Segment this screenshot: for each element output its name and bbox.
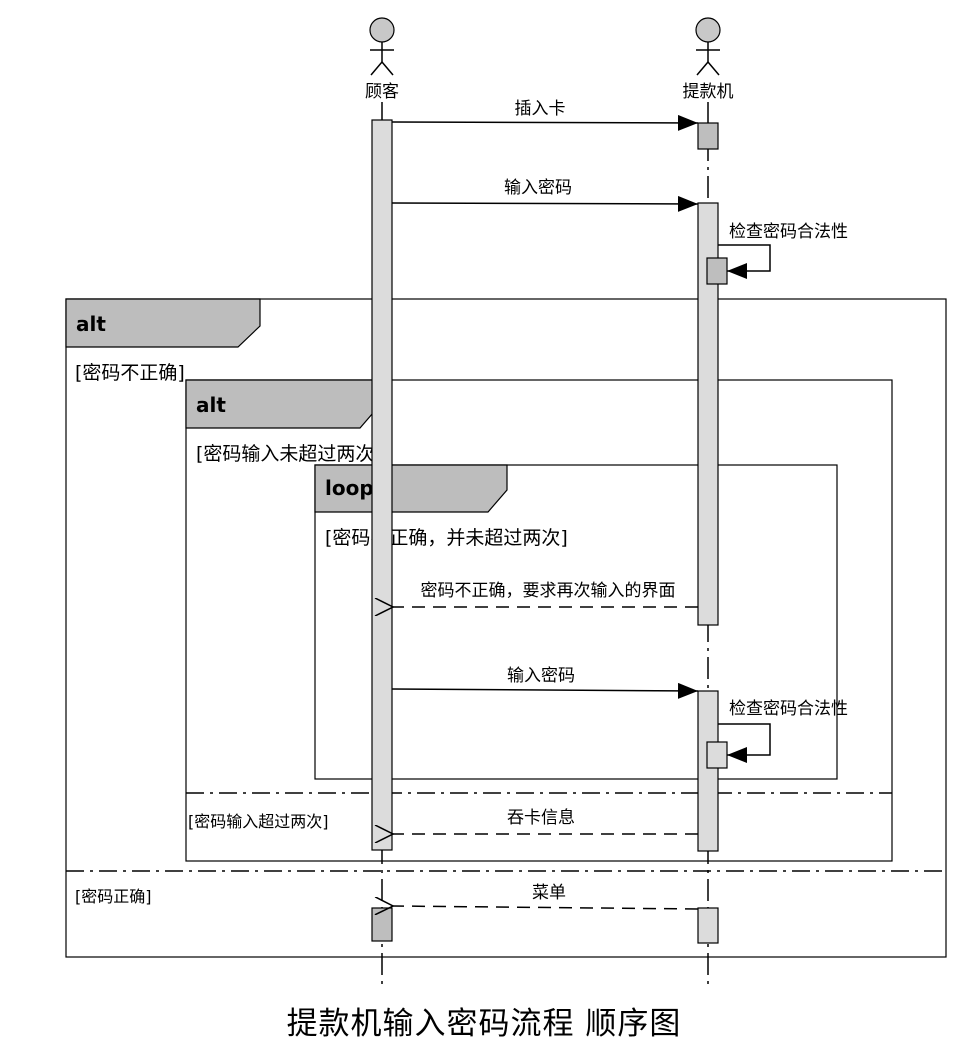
actor-label-customer: 顾客 <box>365 82 399 102</box>
activation-atm-loop <box>697 690 719 852</box>
activation-atm-self-check-loop <box>706 741 728 769</box>
actor-atm: 提款机 <box>683 17 734 102</box>
message-label: 输入密码 <box>507 666 575 686</box>
fragment-guard: [密码正确] <box>75 887 152 906</box>
sequence-diagram: 顾客 提款机 alt [密码不正确] [密码正确] alt [密码输入未超过两次… <box>65 17 947 990</box>
actor-label-atm: 提款机 <box>683 82 734 102</box>
message-insert-card: 插入卡 <box>391 99 699 131</box>
fragment-alt-inner: alt [密码输入未超过两次] [密码输入超过两次] <box>185 379 893 862</box>
message-self-check-loop: 检查密码合法性 <box>718 699 848 763</box>
fragment-tag <box>185 379 380 429</box>
actor-figure-icon <box>695 17 721 76</box>
fragment-tag <box>314 464 508 513</box>
activation-customer-menu <box>371 907 393 942</box>
message-label: 吞卡信息 <box>507 808 575 828</box>
fragment-operator: alt <box>76 312 106 336</box>
fragment-guard: [密码不正确] <box>75 362 185 384</box>
message-label: 菜单 <box>532 883 566 903</box>
activation-atm-self-check <box>706 257 728 285</box>
fragment-operator: alt <box>196 393 226 417</box>
fragment-alt-outer: alt [密码不正确] [密码正确] <box>65 298 947 958</box>
message-password-incorrect: 密码不正确，要求再次输入的界面 <box>393 581 698 607</box>
message-menu: 菜单 <box>393 883 699 909</box>
message-label: 检查密码合法性 <box>729 699 848 719</box>
diagram-title: 提款机输入密码流程 顺序图 <box>286 1006 682 1042</box>
message-label: 插入卡 <box>515 99 566 119</box>
message-self-check: 检查密码合法性 <box>718 222 848 279</box>
fragment-guard: [密码输入未超过两次] <box>196 443 382 465</box>
actor-figure-icon <box>369 17 395 76</box>
fragment-guard: [密码输入超过两次] <box>188 812 329 831</box>
message-enter-password-loop: 输入密码 <box>391 666 699 699</box>
fragment-operator: loop <box>325 476 374 500</box>
activation-atm <box>697 202 719 626</box>
fragment-tag <box>65 298 261 348</box>
activation-atm-menu <box>697 907 719 944</box>
message-label: 输入密码 <box>504 178 572 198</box>
message-enter-password: 输入密码 <box>391 178 699 212</box>
message-swallow-card: 吞卡信息 <box>393 808 698 834</box>
activation-atm-insert-card <box>697 122 719 150</box>
message-label: 密码不正确，要求再次输入的界面 <box>421 581 676 601</box>
message-label: 检查密码合法性 <box>729 222 848 242</box>
fragment-loop: loop [密码不正确，并未超过两次] <box>314 464 838 780</box>
fragment-guard: [密码不正确，并未超过两次] <box>325 527 568 549</box>
actor-customer: 顾客 <box>365 17 399 102</box>
activation-customer <box>371 119 393 851</box>
